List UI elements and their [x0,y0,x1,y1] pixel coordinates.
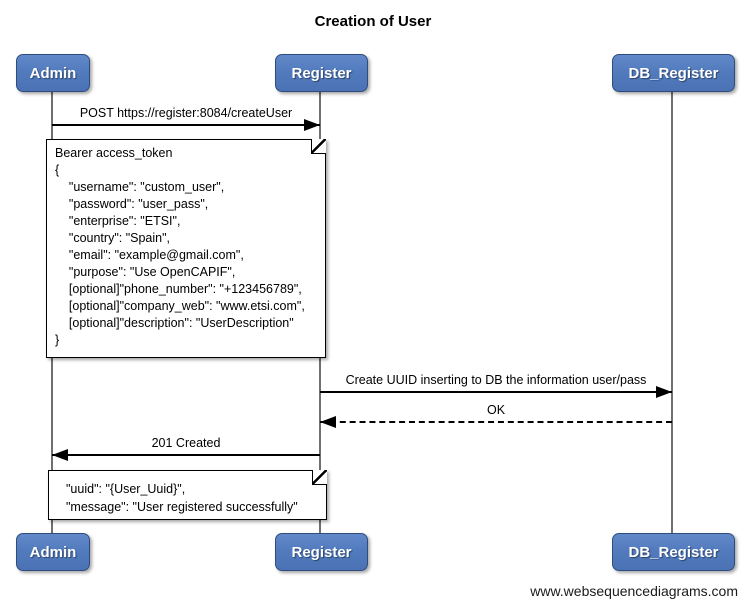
actor-box-db-register-bottom: DB_Register [612,533,735,571]
note-body: "uuid": "{User_Uuid}", "message": "User … [66,480,324,517]
note-line: "country": "Spain", [55,231,171,245]
note-line: Bearer access_token [55,146,173,160]
actor-label-admin: Admin [29,543,77,561]
arrowhead-left-icon [52,449,68,461]
arrowhead-right-icon [656,386,672,398]
note-line: "username": "custom_user", [55,180,225,194]
note-line: "purpose": "Use OpenCAPIF", [55,265,236,279]
note-line: [optional]"description": "UserDescriptio… [55,316,294,330]
message-201-created: 201 Created [52,436,320,468]
actor-label-admin: Admin [29,64,77,82]
message-line [320,391,672,393]
actor-box-register-bottom: Register [275,533,368,571]
actor-label-register: Register [291,64,352,82]
message-label: 201 Created [151,436,221,450]
note-body: Bearer access_token { "username": "custo… [55,145,323,355]
note-line: "email": "example@gmail.com", [55,248,244,262]
note-fold-icon [312,470,327,485]
message-post-create-user: POST https://register:8084/createUser [52,106,320,138]
actor-box-register-top: Register [275,54,368,92]
message-ok: OK [320,403,672,435]
message-line [52,454,320,456]
lifeline-db-register [671,91,673,534]
actor-box-db-register-top: DB_Register [612,54,735,92]
actor-box-admin-bottom: Admin [16,533,90,571]
note-line: "uuid": "{User_Uuid}", [66,482,186,496]
note-response-body: "uuid": "{User_Uuid}", "message": "User … [48,470,327,520]
note-line: [optional]"phone_number": "+123456789", [55,282,302,296]
watermark: www.websequencediagrams.com [530,583,738,599]
note-fold-icon [311,139,326,154]
note-line: "enterprise": "ETSI", [55,214,181,228]
message-label: OK [486,403,506,417]
note-line: [optional]"company_web": "www.etsi.com", [55,299,305,313]
actor-label-db-register: DB_Register [628,64,719,82]
diagram-title: Creation of User [314,13,432,30]
note-request-body: Bearer access_token { "username": "custo… [46,139,326,358]
arrowhead-right-icon [304,119,320,131]
arrowhead-left-icon [320,416,336,428]
message-line-dashed [320,421,672,423]
note-line: "message": "User registered successfully… [66,500,298,514]
note-line: } [55,333,60,347]
actor-box-admin-top: Admin [16,54,90,92]
message-create-uuid: Create UUID inserting to DB the informat… [320,373,672,405]
note-line: { [55,163,60,177]
note-line: "password": "user_pass", [55,197,209,211]
message-line [52,124,320,126]
actor-label-register: Register [291,543,352,561]
actor-label-db-register: DB_Register [628,543,719,561]
message-label: Create UUID inserting to DB the informat… [345,373,647,387]
message-label: POST https://register:8084/createUser [79,106,293,120]
